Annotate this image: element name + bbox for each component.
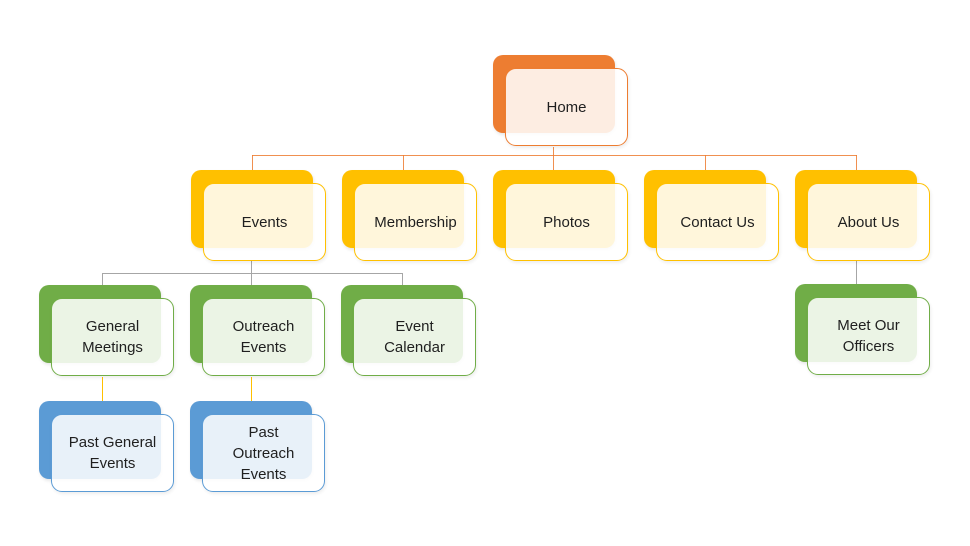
node-home[interactable]: Home	[493, 55, 630, 148]
connector-drop-past-outreach-events	[251, 377, 252, 401]
node-home-label: Home	[505, 68, 628, 146]
node-past-general-events[interactable]: Past General Events	[39, 401, 176, 494]
node-past-outreach-events-label: Past Outreach Events	[202, 414, 325, 492]
node-outreach-events[interactable]: Outreach Events	[190, 285, 327, 378]
node-events-label: Events	[203, 183, 326, 261]
node-meet-our-officers[interactable]: Meet Our Officers	[795, 284, 932, 377]
connector-events-children	[102, 273, 402, 274]
connector-home-children	[252, 155, 857, 156]
node-outreach-events-label: Outreach Events	[202, 298, 325, 376]
connector-drop-photos	[553, 147, 554, 170]
node-general-meetings[interactable]: General Meetings	[39, 285, 176, 378]
node-events[interactable]: Events	[191, 170, 328, 263]
node-about-us-label: About Us	[807, 183, 930, 261]
node-membership[interactable]: Membership	[342, 170, 479, 263]
node-past-general-events-label: Past General Events	[51, 414, 174, 492]
node-photos[interactable]: Photos	[493, 170, 630, 263]
node-event-calendar[interactable]: Event Calendar	[341, 285, 478, 378]
node-contact-us-label: Contact Us	[656, 183, 779, 261]
connector-drop-events	[252, 155, 253, 170]
node-event-calendar-label: Event Calendar	[353, 298, 476, 376]
connector-drop-meet-our-officers	[856, 261, 857, 284]
node-photos-label: Photos	[505, 183, 628, 261]
node-past-outreach-events[interactable]: Past Outreach Events	[190, 401, 327, 494]
node-membership-label: Membership	[354, 183, 477, 261]
connector-drop-contact-us	[705, 155, 706, 170]
node-meet-our-officers-label: Meet Our Officers	[807, 297, 930, 375]
connector-drop-membership	[403, 155, 404, 170]
connector-drop-general-meetings	[102, 273, 103, 285]
node-general-meetings-label: General Meetings	[51, 298, 174, 376]
connector-drop-outreach-events	[251, 261, 252, 285]
node-about-us[interactable]: About Us	[795, 170, 932, 263]
connector-drop-past-general-events	[102, 377, 103, 401]
connector-drop-event-calendar	[402, 273, 403, 285]
node-contact-us[interactable]: Contact Us	[644, 170, 781, 263]
connector-drop-about-us	[856, 155, 857, 170]
